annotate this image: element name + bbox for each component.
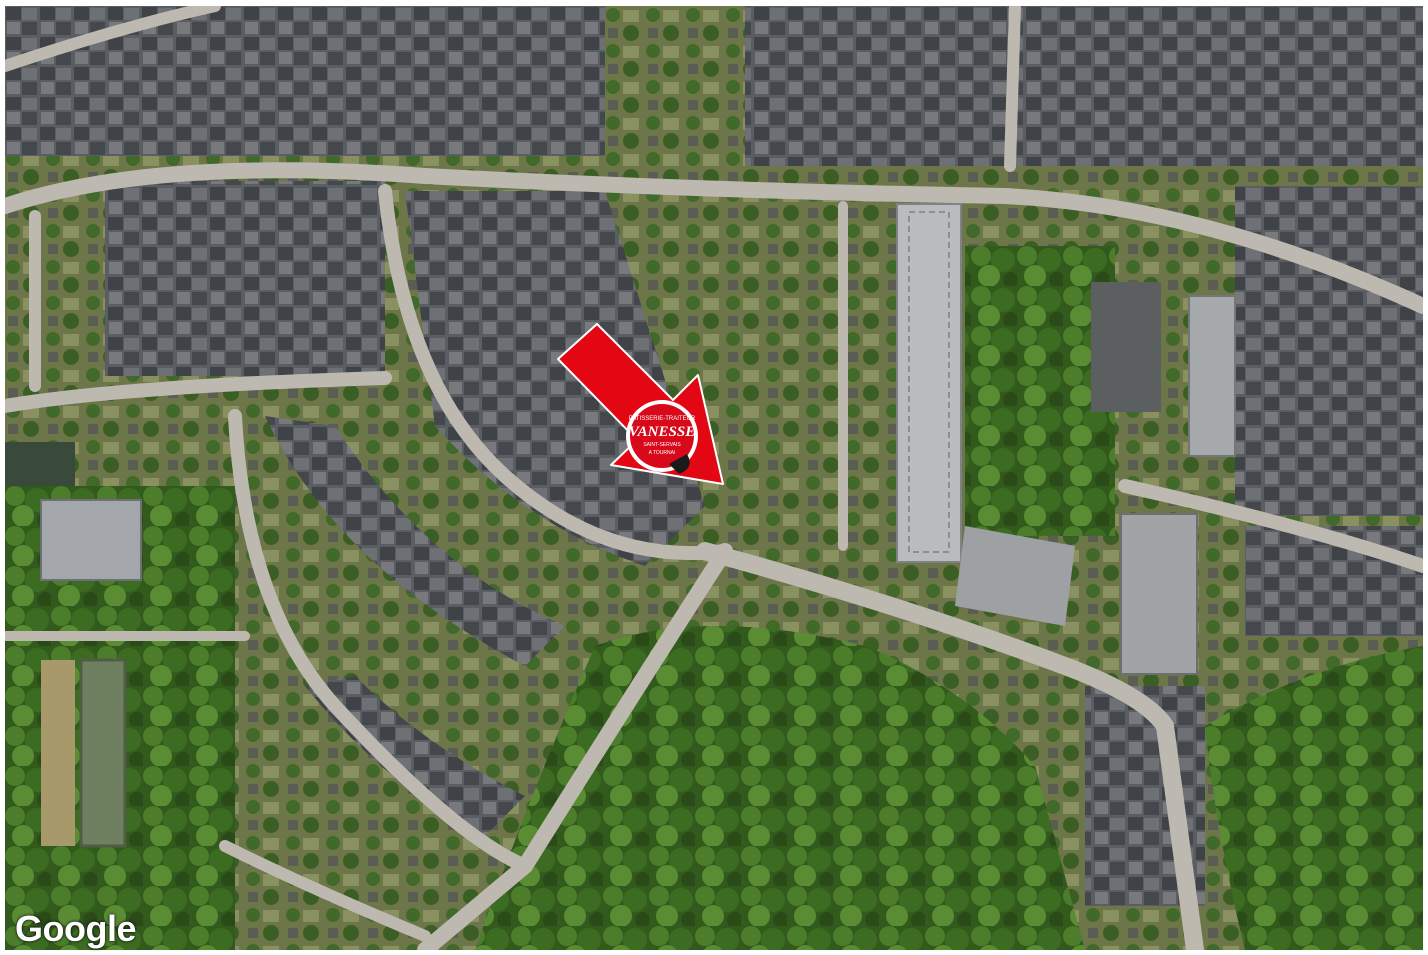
park-center [965, 246, 1115, 536]
satellite-map[interactable]: PATISSERIE-TRAITEUR VANESSE SAINT-SERVAI… [5, 6, 1423, 950]
google-attribution: Google [15, 908, 137, 949]
apartment-block-right [1188, 295, 1236, 457]
buildings-right [1235, 186, 1423, 516]
apartment-block-lower [1120, 513, 1198, 675]
buildings-top-right [745, 6, 1423, 166]
building-complex [955, 526, 1075, 626]
buildings-top-left [5, 6, 605, 156]
manor-building [40, 499, 142, 581]
logo-sub-text: SAINT-SERVAIS [643, 442, 681, 448]
buildings-curved-row [405, 191, 705, 566]
brand-logo-icon: PATISSERIE-TRAITEUR VANESSE SAINT-SERVAI… [626, 400, 698, 474]
road-right [1118, 479, 1423, 573]
tennis-area [41, 660, 75, 846]
buildings-bottom [305, 676, 525, 836]
logo-bottom-text: A TOURNAI [649, 450, 676, 456]
forest-area-right [1205, 646, 1423, 950]
sports-court [1091, 282, 1161, 412]
road-middle [5, 371, 392, 413]
apartment-block-tall [896, 203, 962, 563]
logo-top-text: PATISSERIE-TRAITEUR [629, 416, 696, 422]
road-main-curve [228, 409, 532, 873]
road-diagonal [417, 543, 733, 950]
road-top [5, 162, 1423, 314]
logo-brand-text: VANESSE [629, 424, 695, 440]
pond-long [79, 658, 127, 848]
road-main-east [696, 542, 1204, 950]
roads [5, 6, 1423, 950]
road-bottom-left [219, 840, 431, 942]
buildings-curve-lower [265, 416, 565, 666]
buildings-left-mid [105, 181, 385, 376]
road-vertical-center [1004, 6, 1021, 172]
road-top-left [5, 6, 221, 72]
pond-top [5, 442, 75, 486]
road-curve-inner [378, 184, 732, 561]
location-marker: PATISSERIE-TRAITEUR VANESSE SAINT-SERVAI… [557, 323, 724, 485]
